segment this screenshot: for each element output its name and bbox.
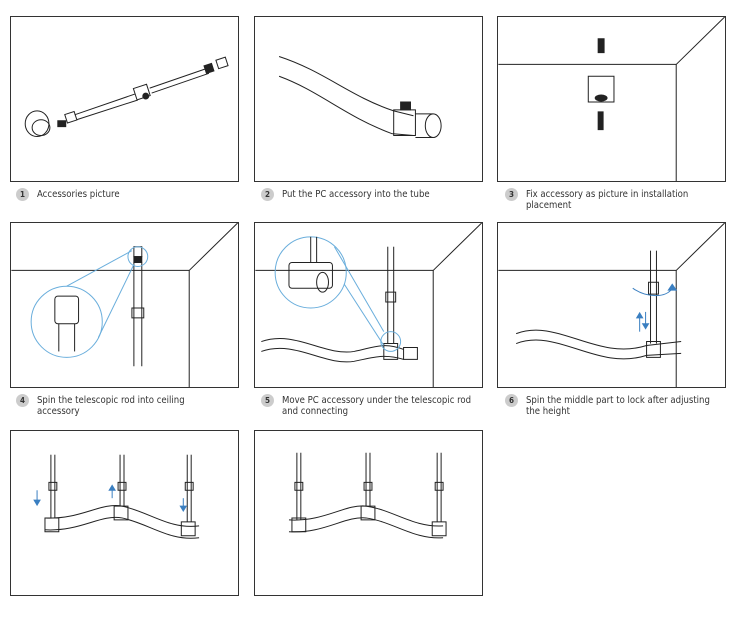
three-rods-adjusting-drawing bbox=[11, 431, 238, 595]
step-caption: 1 Accessories picture bbox=[16, 188, 227, 201]
step-caption: 5 Move PC accessory under the telescopic… bbox=[261, 394, 472, 417]
illustration-fix-accessory bbox=[497, 16, 726, 182]
illustration-pc-into-tube bbox=[254, 16, 483, 182]
step-number-badge: 5 bbox=[261, 394, 274, 407]
step-text: Fix accessory as picture in installation… bbox=[526, 189, 689, 211]
step-caption: 6 Spin the middle part to lock after adj… bbox=[505, 394, 716, 417]
illustration-final-result bbox=[254, 430, 483, 596]
telescopic-rod-kit-drawing bbox=[11, 17, 238, 181]
step-text: Spin the telescopic rod into ceiling acc… bbox=[37, 395, 185, 417]
step-number-badge: 4 bbox=[16, 394, 29, 407]
step-number-badge: 2 bbox=[261, 188, 274, 201]
illustration-connect-pc-accessory bbox=[254, 222, 483, 388]
step-number-badge: 3 bbox=[505, 188, 518, 201]
step-text: Move PC accessory under the telescopic r… bbox=[282, 395, 472, 417]
height-adjust-drawing bbox=[498, 223, 725, 387]
ceiling-accessory-drawing bbox=[498, 17, 725, 181]
rod-into-ceiling-drawing bbox=[11, 223, 238, 387]
tube-with-accessory-drawing bbox=[255, 17, 482, 181]
step-text: Spin the middle part to lock after adjus… bbox=[526, 395, 710, 417]
illustration-spin-rod bbox=[10, 222, 239, 388]
step-number-badge: 6 bbox=[505, 394, 518, 407]
illustration-accessories bbox=[10, 16, 239, 182]
illustration-lock-height bbox=[497, 222, 726, 388]
step-caption: 2 Put the PC accessory into the tube bbox=[261, 188, 472, 201]
step-caption: 4 Spin the telescopic rod into ceiling a… bbox=[16, 394, 227, 417]
pc-accessory-connection-drawing bbox=[255, 223, 482, 387]
step-caption: 3 Fix accessory as picture in installati… bbox=[505, 188, 716, 211]
three-rods-final-drawing bbox=[255, 431, 482, 595]
illustration-adjust-all-rods bbox=[10, 430, 239, 596]
step-number-badge: 1 bbox=[16, 188, 29, 201]
step-text: Put the PC accessory into the tube bbox=[282, 189, 430, 200]
step-text: Accessories picture bbox=[37, 189, 120, 200]
